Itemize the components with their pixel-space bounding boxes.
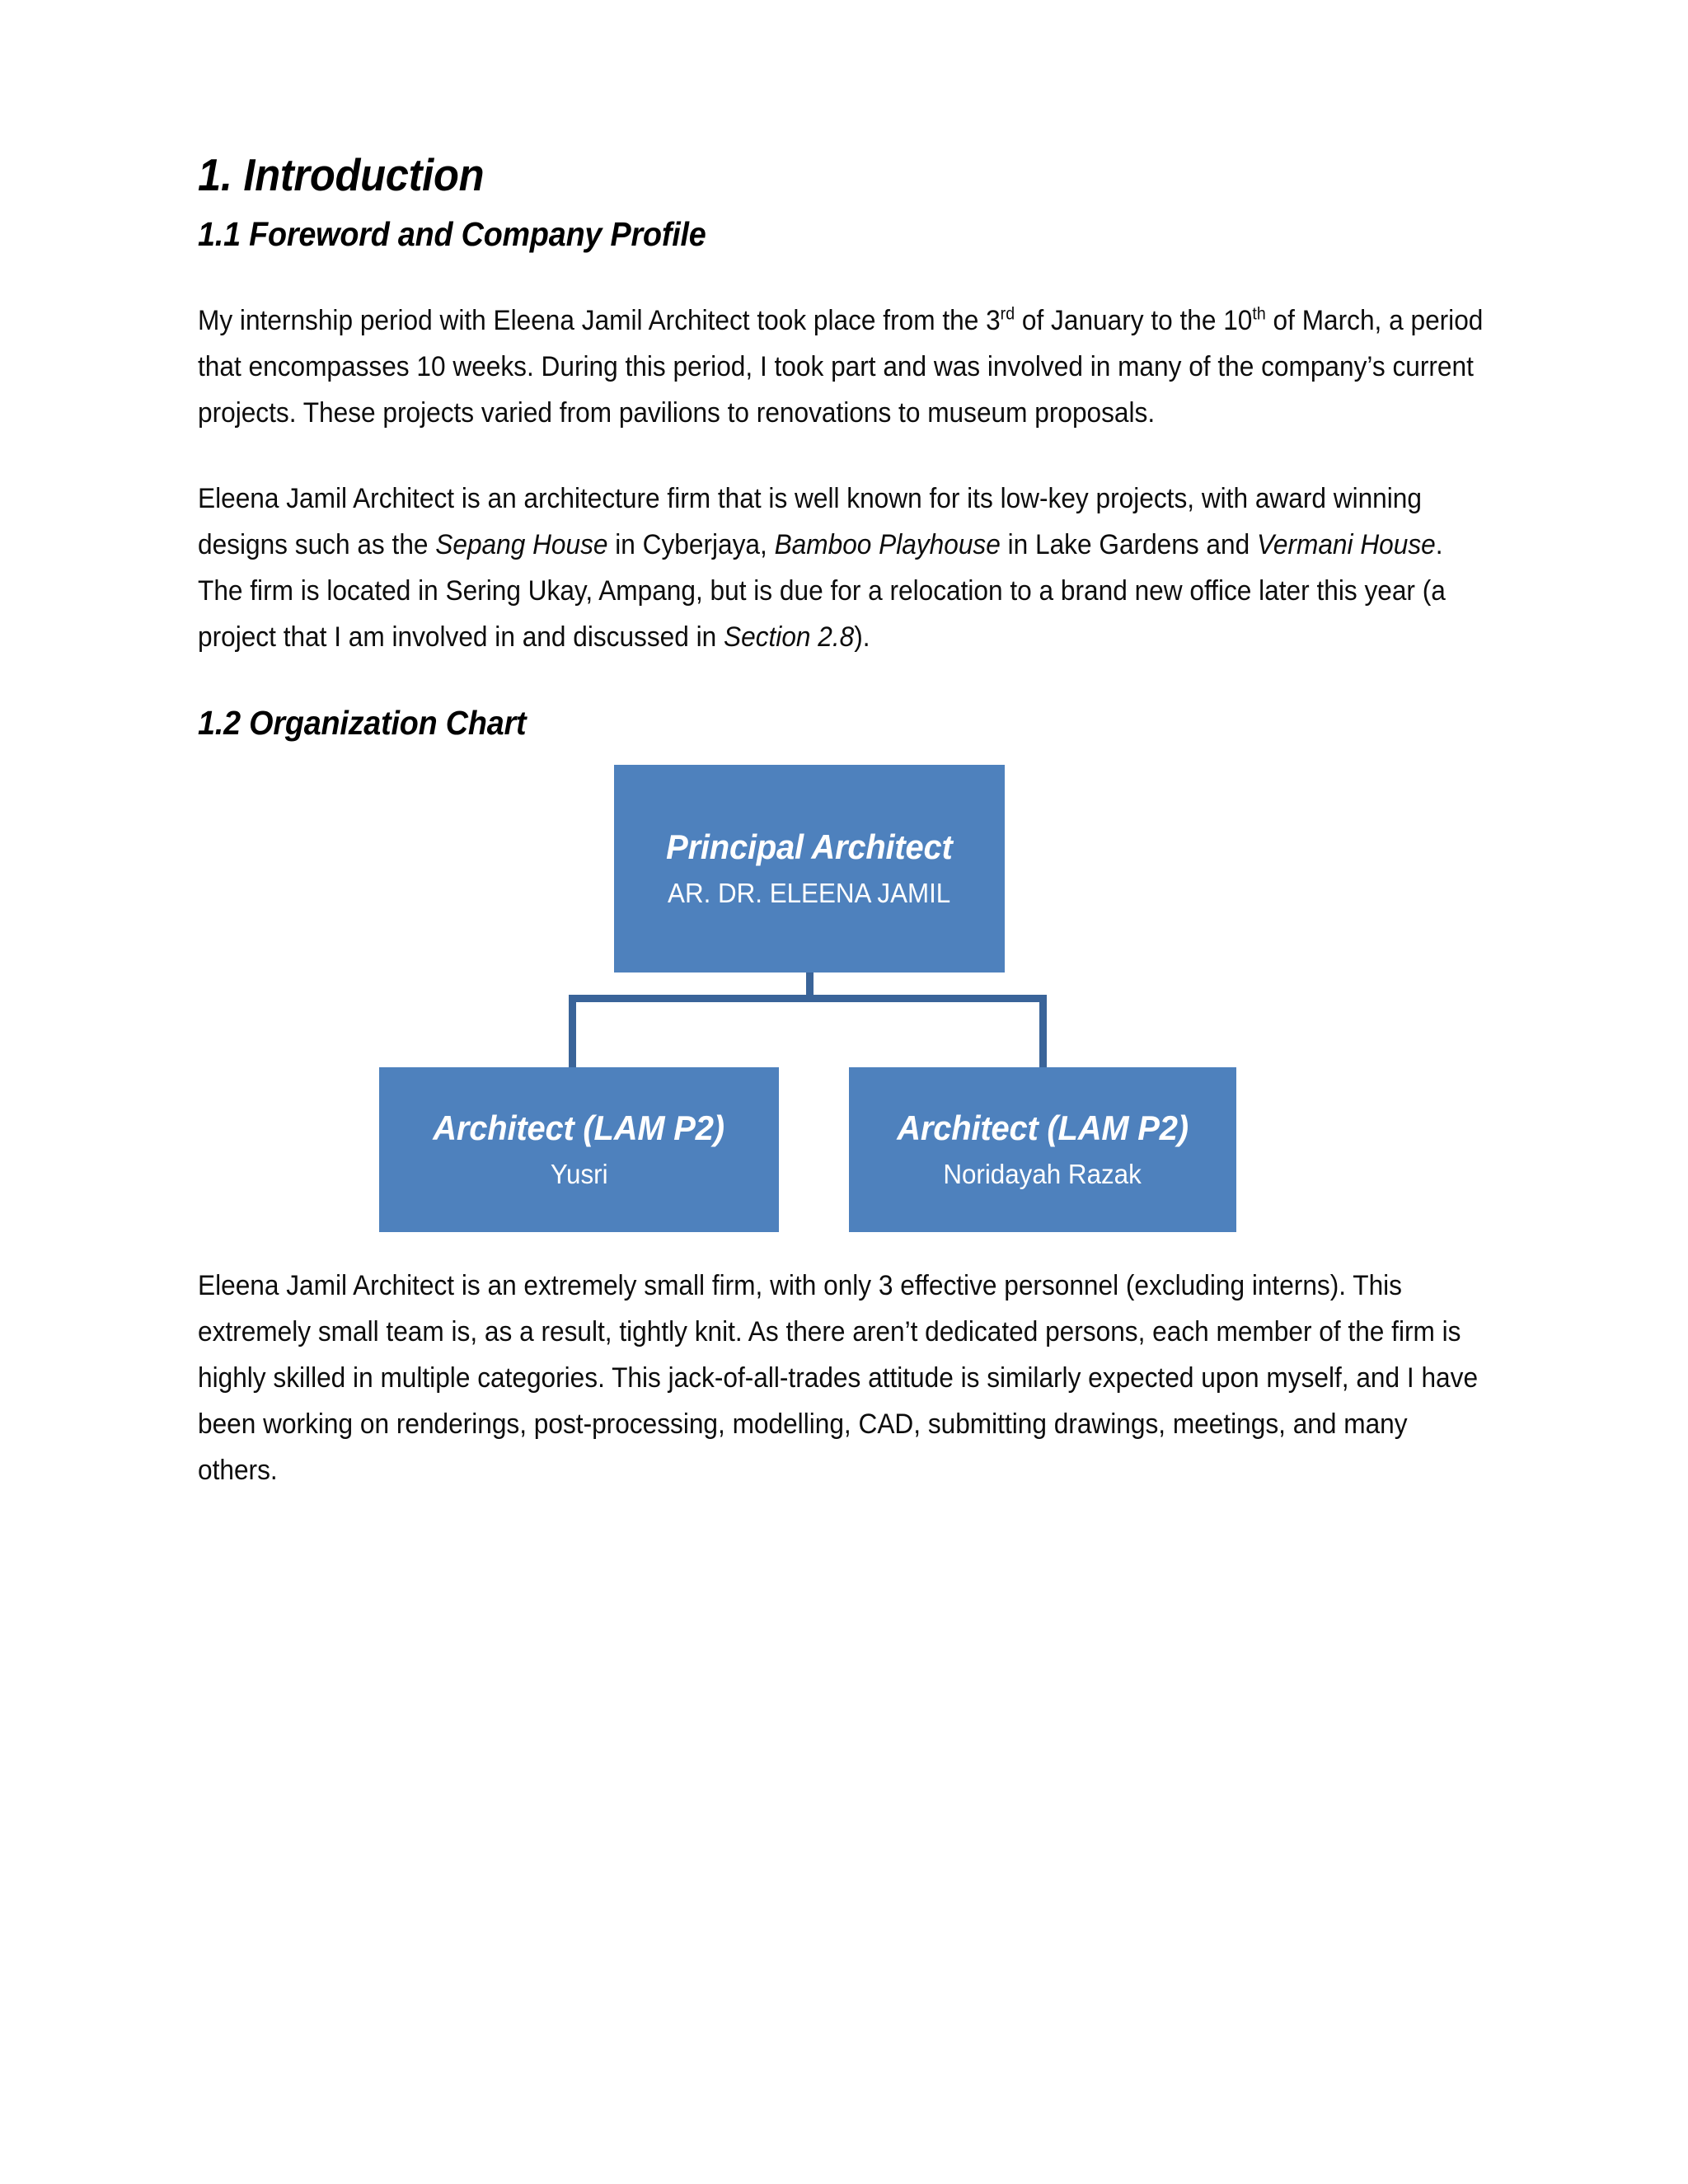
connector-horizontal-bar (569, 995, 1047, 1002)
org-node-subtitle: Yusri (550, 1158, 608, 1189)
project-name-vermani-house: Vermani House (1256, 529, 1436, 560)
paragraph-2-part-c: in Lake Gardens and (1000, 529, 1257, 560)
connector-drop-left (569, 995, 576, 1067)
org-node-architect-yusri: Architect (LAM P2) Yusri (379, 1067, 779, 1232)
connector-drop-right (1039, 995, 1047, 1067)
connector-stem-vertical (806, 972, 814, 996)
paragraph-1-part-c: of March, a period that encompasses 10 w… (198, 305, 1484, 429)
paragraph-firm-profile: Eleena Jamil Architect is an architectur… (198, 476, 1493, 660)
paragraph-team-description: Eleena Jamil Architect is an extremely s… (198, 1270, 1479, 1486)
org-node-subtitle: Noridayah Razak (943, 1158, 1142, 1189)
paragraph-2-part-e: ). (854, 621, 870, 653)
ordinal-suffix-10th: th (1252, 304, 1266, 324)
organization-chart: Principal Architect AR. DR. ELEENA JAMIL… (198, 758, 1493, 1236)
org-node-title: Architect (LAM P2) (897, 1108, 1189, 1147)
project-name-sepang-house: Sepang House (435, 529, 608, 560)
paragraph-2-part-a: Eleena Jamil Architect is an architectur… (198, 483, 1422, 560)
org-node-title: Architect (LAM P2) (433, 1108, 725, 1147)
org-node-title: Principal Architect (666, 827, 953, 866)
org-node-principal-architect: Principal Architect AR. DR. ELEENA JAMIL (614, 765, 1005, 972)
subsection-heading-1-2: 1.2 Organization Chart (198, 704, 527, 742)
ordinal-suffix-3rd: rd (1000, 304, 1015, 324)
org-node-subtitle: AR. DR. ELEENA JAMIL (668, 877, 951, 908)
project-name-bamboo-playhouse: Bamboo Playhouse (774, 529, 1001, 560)
paragraph-1-part-b: of January to the 10 (1015, 305, 1253, 336)
paragraph-2-part-b: in Cyberjaya, (607, 529, 775, 560)
subsection-heading-1-1: 1.1 Foreword and Company Profile (198, 215, 706, 253)
page-title: 1. Introduction (198, 149, 485, 200)
document-content: 1. Introduction 1.1 Foreword and Company… (198, 0, 1493, 1493)
paragraph-internship-period: My internship period with Eleena Jamil A… (198, 298, 1493, 436)
cross-reference-section-2-8: Section 2.8 (724, 621, 855, 653)
org-node-architect-noridayah-razak: Architect (LAM P2) Noridayah Razak (849, 1067, 1236, 1232)
paragraph-2-part-d: . The firm is located in Sering Ukay, Am… (198, 529, 1446, 653)
paragraph-1-part-a: My internship period with Eleena Jamil A… (198, 305, 1001, 336)
